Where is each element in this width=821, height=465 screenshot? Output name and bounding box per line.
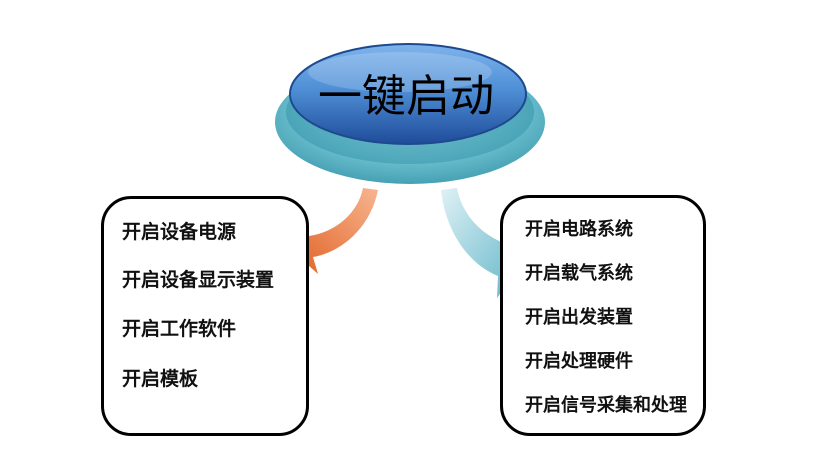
list-item: 开启出发装置 bbox=[525, 307, 633, 328]
list-item: 开启电路系统 bbox=[525, 219, 633, 240]
list-item: 开启工作软件 bbox=[122, 318, 237, 340]
arrow-to-left-box bbox=[286, 188, 378, 274]
list-item: 开启载气系统 bbox=[525, 263, 633, 284]
list-item: 开启模板 bbox=[122, 368, 199, 390]
diagram-title: 一键启动 bbox=[318, 71, 494, 122]
list-item: 开启处理硬件 bbox=[525, 351, 633, 372]
list-item: 开启设备电源 bbox=[122, 221, 237, 243]
list-item: 开启设备显示装置 bbox=[122, 269, 275, 291]
list-item: 开启信号采集和处理 bbox=[525, 395, 687, 416]
startup-steps-right-box: 开启电路系统 开启载气系统 开启出发装置 开启处理硬件 开启信号采集和处理 bbox=[500, 195, 706, 436]
title-ellipse-highlight bbox=[308, 52, 492, 92]
startup-steps-left-box: 开启设备电源 开启设备显示装置 开启工作软件 开启模板 bbox=[101, 196, 309, 436]
title-ellipse bbox=[289, 43, 527, 145]
